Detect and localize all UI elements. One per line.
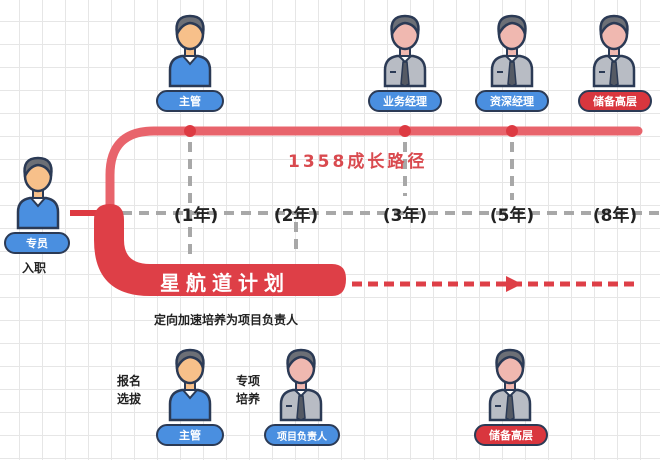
milestone-dot: [506, 125, 518, 137]
growth-path-line: [105, 126, 643, 219]
role-badge-top: 主管: [156, 90, 224, 112]
person-icon: [379, 10, 431, 88]
milestone-dot: [399, 125, 411, 137]
role-badge-top: 储备高层: [578, 90, 652, 112]
person-icon: [12, 152, 64, 230]
milestone-dot: [184, 125, 196, 137]
role-badge-top: 业务经理: [368, 90, 442, 112]
year-dashed-lines: [122, 142, 660, 258]
year-label-8: (8年): [592, 206, 638, 226]
role-badge-bottom: 储备高层: [474, 424, 548, 446]
person-icon: [588, 10, 640, 88]
entry-note: 入职: [22, 261, 47, 275]
path-title: 1358成长路径: [288, 152, 428, 172]
person-icon: [275, 344, 327, 422]
role-badge-bottom: 主管: [156, 424, 224, 446]
arrow-icon: [506, 276, 522, 292]
person-icon: [164, 344, 216, 422]
year-label-2: (2年): [273, 206, 319, 226]
role-badge-entry: 专员: [4, 232, 70, 254]
side-label: 专项 培养: [236, 372, 260, 408]
side-label-line: 报名: [117, 374, 142, 388]
plan-band: [94, 204, 346, 296]
person-icon: [486, 10, 538, 88]
role-badge-top: 资深经理: [475, 90, 549, 112]
plan-subtitle: 定向加速培养为项目负责人: [154, 313, 299, 327]
person-icon: [484, 344, 536, 422]
year-label-1: (1年): [173, 206, 219, 226]
year-label-3: (3年): [382, 206, 428, 226]
side-label-line: 选拔: [117, 392, 142, 406]
year-label-5: (5年): [489, 206, 535, 226]
plan-title: 星航道计划: [160, 271, 290, 295]
role-badge-bottom: 项目负责人: [264, 424, 340, 446]
side-label-line: 培养: [236, 392, 261, 406]
side-label: 报名 选拔: [117, 372, 141, 408]
side-label-line: 专项: [236, 374, 261, 388]
person-icon: [164, 10, 216, 88]
